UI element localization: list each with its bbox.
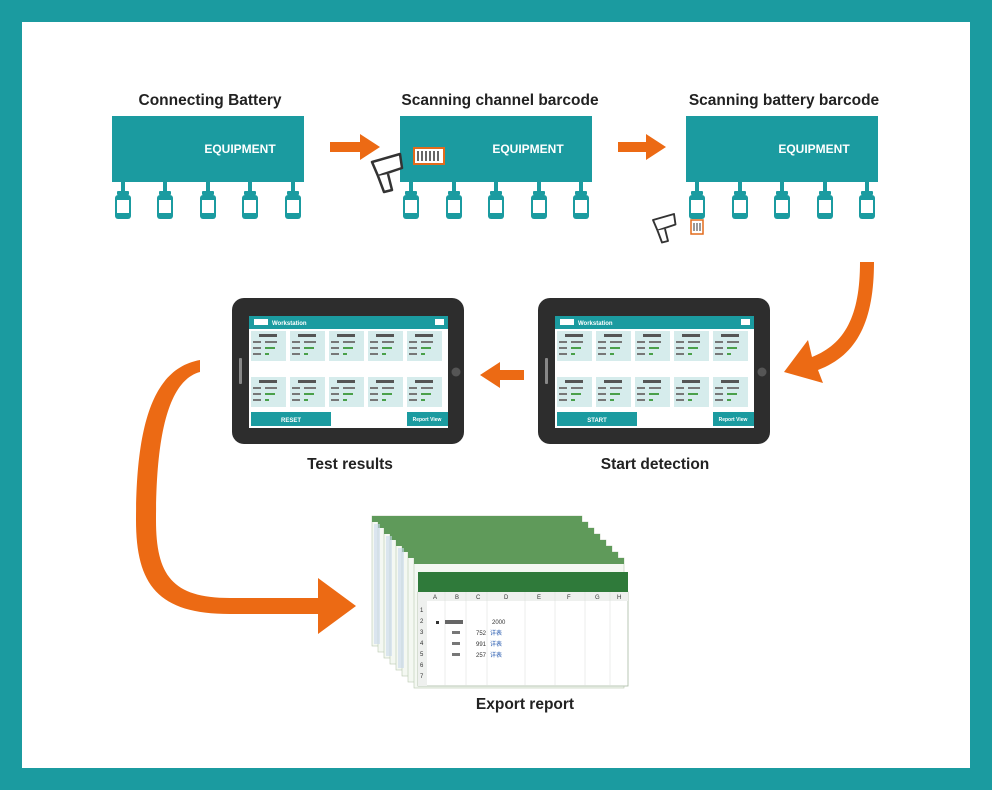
col-c: C bbox=[476, 595, 481, 601]
report-view-button[interactable] bbox=[713, 412, 754, 426]
arrow-right-1 bbox=[330, 134, 380, 160]
tablet-test-results: Workstation RESET Report View bbox=[232, 298, 464, 444]
label-scanning-channel-barcode: Scanning channel barcode bbox=[401, 92, 599, 109]
row-3-link[interactable]: 详表 bbox=[490, 629, 502, 637]
start-button-label: START bbox=[587, 418, 607, 424]
reset-button-label: RESET bbox=[281, 418, 301, 424]
row-3: 3 bbox=[420, 630, 424, 636]
report-view-label: Report View bbox=[413, 417, 442, 423]
col-b: B bbox=[455, 595, 459, 601]
report-view-label: Report View bbox=[719, 417, 748, 423]
col-d: D bbox=[504, 595, 509, 601]
row-4-value: 991 bbox=[476, 642, 487, 648]
row-6: 6 bbox=[420, 663, 424, 669]
row-5-link[interactable]: 详表 bbox=[490, 651, 502, 659]
equipment-3-label: EQUIPMENT bbox=[778, 142, 850, 156]
label-test-results: Test results bbox=[307, 456, 393, 473]
row-2: 2 bbox=[420, 619, 424, 625]
equipment-1-label: EQUIPMENT bbox=[204, 142, 276, 156]
tablet-left-title: Workstation bbox=[272, 321, 307, 327]
arrow-left bbox=[480, 362, 524, 388]
arrow-curve-export bbox=[136, 360, 356, 634]
label-start-detection: Start detection bbox=[600, 456, 710, 473]
label-export-report: Export report bbox=[475, 696, 575, 713]
start-button[interactable] bbox=[557, 412, 637, 426]
row-4-link[interactable]: 详表 bbox=[490, 640, 502, 648]
row-5-value: 257 bbox=[476, 653, 487, 659]
row-7: 7 bbox=[420, 674, 424, 680]
scanner-icon bbox=[370, 152, 404, 194]
arrows bbox=[136, 134, 874, 634]
row-3-value: 752 bbox=[476, 631, 487, 637]
tablet-right-title: Workstation bbox=[578, 321, 613, 327]
col-g: G bbox=[595, 595, 600, 601]
equipment-2: EQUIPMENT bbox=[370, 116, 592, 219]
equipment-3: EQUIPMENT bbox=[652, 116, 878, 244]
row-1: 1 bbox=[420, 608, 424, 614]
row-4: 4 bbox=[420, 641, 424, 647]
arrow-right-2 bbox=[618, 134, 666, 160]
equipment-1: EQUIPMENT bbox=[112, 116, 304, 219]
spreadsheet: A B C D E F G H 1 2 3 4 5 6 7 2000 752 详… bbox=[417, 572, 629, 687]
col-a: A bbox=[433, 595, 437, 601]
scanner-icon bbox=[652, 213, 677, 244]
col-f: F bbox=[567, 595, 571, 601]
reset-button[interactable] bbox=[251, 412, 331, 426]
report-view-button[interactable] bbox=[407, 412, 448, 426]
equipment-2-label: EQUIPMENT bbox=[492, 142, 564, 156]
col-e: E bbox=[537, 595, 541, 601]
row-5: 5 bbox=[420, 652, 424, 658]
total-value: 2000 bbox=[492, 620, 506, 626]
label-connecting-battery: Connecting Battery bbox=[138, 92, 282, 109]
arrow-curve-down bbox=[784, 262, 874, 383]
tablet-start-detection: Workstation START Report View bbox=[538, 298, 770, 444]
label-scanning-battery-barcode: Scanning battery barcode bbox=[688, 92, 880, 109]
col-h: H bbox=[617, 595, 621, 601]
